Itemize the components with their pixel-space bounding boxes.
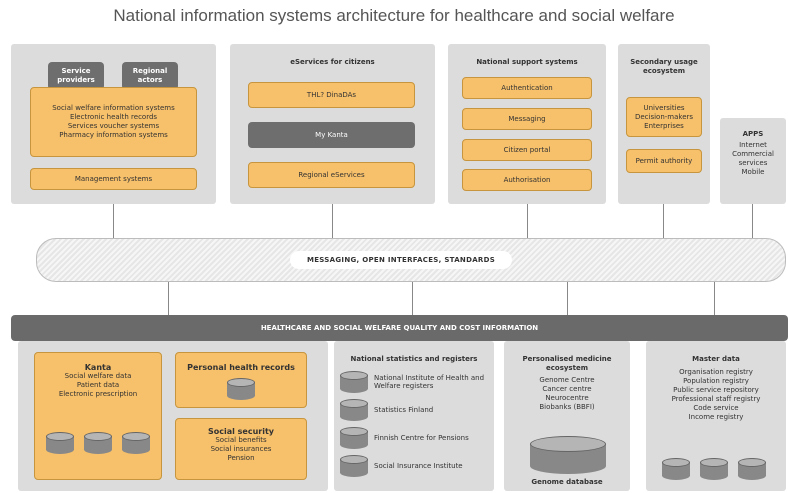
support-authentication: Authentication bbox=[462, 77, 592, 99]
info-system-item: Services voucher systems bbox=[67, 122, 160, 130]
database-icon bbox=[340, 455, 368, 477]
register-row: National Institute of Health and Welfare… bbox=[340, 368, 490, 396]
eservice-my-kanta: My Kanta bbox=[248, 122, 415, 148]
connector-line bbox=[113, 204, 114, 238]
apps-item: Internet bbox=[739, 141, 767, 149]
info-system-item: Electronic health records bbox=[69, 113, 158, 121]
secondary-permit-authority: Permit authority bbox=[626, 149, 702, 173]
master-item: Income registry bbox=[688, 413, 744, 421]
kanta-box: Kanta Social welfare data Patient data E… bbox=[34, 352, 162, 480]
master-data-list: Organisation registry Population registr… bbox=[646, 368, 786, 422]
register-row: Social Insurance Institute bbox=[340, 452, 490, 480]
database-icon bbox=[46, 432, 74, 454]
register-label: Statistics Finland bbox=[374, 406, 434, 414]
connector-line bbox=[412, 282, 413, 315]
apps-panel bbox=[720, 118, 786, 204]
connector-line bbox=[752, 204, 753, 238]
database-icon bbox=[340, 371, 368, 393]
registers-list: National Institute of Health and Welfare… bbox=[340, 368, 490, 480]
personalised-medicine-list: Genome Centre Cancer centre Neurocentre … bbox=[504, 376, 630, 412]
information-systems-box: Social welfare information systems Elect… bbox=[30, 87, 197, 157]
management-systems-box: Management systems bbox=[30, 168, 197, 190]
apps-list: Internet Commercial services Mobile bbox=[720, 141, 786, 177]
social-security-item: Social benefits bbox=[215, 436, 267, 444]
connector-line bbox=[714, 282, 715, 315]
master-item: Organisation registry bbox=[679, 368, 753, 376]
regional-actors-box: Regional actors bbox=[122, 62, 178, 90]
eservice-thl: THL? DinaDAs bbox=[248, 82, 415, 108]
kanta-item: Social welfare data bbox=[64, 372, 132, 380]
statistics-title: National statistics and registers bbox=[350, 355, 478, 363]
genome-database-label: Genome database bbox=[531, 478, 603, 486]
connector-line bbox=[168, 282, 169, 315]
register-label: Finnish Centre for Pensions bbox=[374, 434, 469, 442]
eservice-regional: Regional eServices bbox=[248, 162, 415, 188]
phr-title: Personal health records bbox=[187, 363, 295, 372]
connector-line bbox=[332, 204, 333, 238]
support-authorisation: Authorisation bbox=[462, 169, 592, 191]
secondary-title: Secondary usage ecosystem bbox=[630, 58, 698, 75]
register-row: Statistics Finland bbox=[340, 396, 490, 424]
pm-item: Cancer centre bbox=[542, 385, 592, 393]
support-citizen-portal: Citizen portal bbox=[462, 139, 592, 161]
master-item: Public service repository bbox=[673, 386, 759, 394]
kanta-item: Electronic prescription bbox=[58, 390, 138, 398]
apps-title: APPS bbox=[742, 130, 764, 138]
apps-item: Mobile bbox=[741, 168, 765, 176]
eservices-title: eServices for citizens bbox=[290, 58, 375, 66]
register-label: National Institute of Health and Welfare… bbox=[374, 374, 485, 390]
database-icon bbox=[122, 432, 150, 454]
database-icon bbox=[662, 458, 690, 480]
support-messaging: Messaging bbox=[462, 108, 592, 130]
kanta-item: Patient data bbox=[76, 381, 120, 389]
pm-item: Genome Centre bbox=[539, 376, 595, 384]
info-system-item: Pharmacy information systems bbox=[59, 131, 168, 139]
info-system-item: Social welfare information systems bbox=[52, 104, 175, 112]
register-row: Finnish Centre for Pensions bbox=[340, 424, 490, 452]
social-security-item: Pension bbox=[227, 454, 255, 462]
database-icon bbox=[340, 399, 368, 421]
social-security-title: Social security bbox=[207, 427, 275, 436]
register-label: Social Insurance Institute bbox=[374, 462, 463, 470]
secondary-universities: Universities Decision-makers Enterprises bbox=[626, 97, 702, 137]
social-security-item: Social insurances bbox=[210, 445, 272, 453]
service-providers-box: Service providers bbox=[48, 62, 104, 90]
support-title: National support systems bbox=[476, 58, 578, 66]
kanta-title: Kanta bbox=[84, 363, 112, 372]
database-icon bbox=[700, 458, 728, 480]
master-item: Professional staff registry bbox=[671, 395, 761, 403]
database-icon bbox=[738, 458, 766, 480]
database-icon bbox=[227, 378, 255, 400]
master-data-title: Master data bbox=[692, 355, 740, 363]
diagram-title: National information systems architectur… bbox=[113, 6, 675, 25]
pm-item: Neurocentre bbox=[545, 394, 589, 402]
master-item: Code service bbox=[693, 404, 739, 412]
pm-item: Biobanks (BBFI) bbox=[539, 403, 595, 411]
master-item: Population registry bbox=[683, 377, 749, 385]
connector-line bbox=[527, 204, 528, 238]
genome-database-icon bbox=[530, 436, 606, 474]
connector-line bbox=[663, 204, 664, 238]
messaging-band-label: MESSAGING, OPEN INTERFACES, STANDARDS bbox=[290, 251, 512, 269]
social-security-box: Social security Social benefits Social i… bbox=[175, 418, 307, 480]
personalised-medicine-title: Personalised medicine ecosystem bbox=[522, 355, 612, 372]
apps-item: Commercial services bbox=[732, 150, 774, 167]
connector-line bbox=[567, 282, 568, 315]
database-icon bbox=[340, 427, 368, 449]
quality-cost-bar: HEALTHCARE AND SOCIAL WELFARE QUALITY AN… bbox=[11, 315, 788, 341]
database-icon bbox=[84, 432, 112, 454]
